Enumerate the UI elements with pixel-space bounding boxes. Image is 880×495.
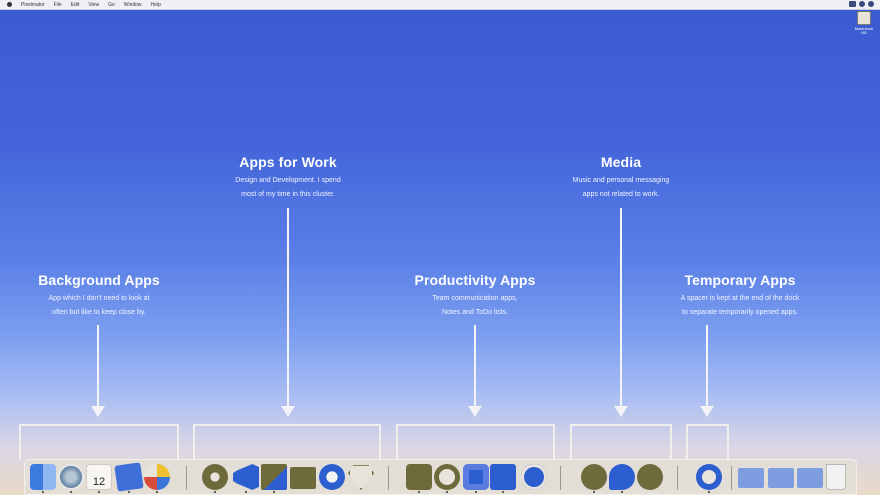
dock-separator [388, 466, 389, 490]
running-indicator [128, 491, 130, 493]
caption-line: Notes and ToDo lists. [441, 309, 508, 316]
dock-separator [731, 466, 732, 490]
running-indicator [621, 491, 623, 493]
notification-center-icon[interactable] [868, 1, 874, 7]
running-indicator [98, 491, 100, 493]
caption-title: Temporary Apps [684, 272, 796, 288]
photos-icon[interactable] [144, 464, 170, 490]
webstorm-icon[interactable] [261, 464, 287, 490]
arrow-head [614, 406, 628, 417]
desktop-drive-icon[interactable]: Macintosh HD [852, 11, 876, 35]
running-indicator [42, 491, 44, 493]
group-bracket-background [19, 424, 179, 460]
arrow-head [91, 406, 105, 417]
caption-line: Music and personal messaging [572, 177, 670, 184]
menu-bar: Pixelmator File Edit View Go Window Help [0, 0, 880, 10]
caption-media: Media Music and personal messaging apps … [541, 154, 701, 202]
caption-title: Background Apps [38, 272, 160, 288]
group-bracket-temporary [686, 424, 729, 460]
chrome-icon[interactable] [202, 464, 228, 490]
menu-edit[interactable]: Edit [70, 1, 80, 8]
downloads-folder-icon[interactable] [797, 468, 823, 488]
running-indicator [245, 491, 247, 493]
desktop-icon-label: Macintosh HD [854, 26, 874, 35]
menu-help[interactable]: Help [150, 1, 161, 8]
group-bracket-work [193, 424, 381, 460]
applications-folder-icon[interactable] [738, 468, 764, 488]
caption-line: App which I don't need to look at [48, 295, 150, 302]
siri-icon[interactable] [859, 1, 865, 7]
evernote-icon[interactable] [434, 464, 460, 490]
menu-extras [849, 1, 874, 7]
outlook-icon[interactable] [696, 464, 722, 490]
running-indicator [708, 491, 710, 493]
running-indicator [593, 491, 595, 493]
frame-icon[interactable] [319, 464, 345, 490]
teams-icon[interactable] [490, 464, 516, 490]
caption-productivity: Productivity Apps Team communication app… [395, 272, 555, 320]
caption-line: A spacer is kept at the end of the dock [680, 295, 800, 302]
preview-icon[interactable] [114, 462, 144, 492]
menu-window[interactable]: Window [123, 1, 142, 8]
dock-separator [677, 466, 678, 490]
caption-line: Design and Development. I spend [235, 177, 341, 184]
calendar-icon[interactable]: 12 [86, 464, 112, 490]
running-indicator [70, 491, 72, 493]
todoist-icon[interactable] [406, 464, 432, 490]
status-menu-icon[interactable] [849, 1, 856, 7]
running-indicator [418, 491, 420, 493]
menu-view[interactable]: View [88, 1, 100, 8]
caption-line: to separate temporarily opened apps. [682, 309, 798, 316]
arrow-head [468, 406, 482, 417]
arrow-line [474, 325, 476, 407]
skype-icon[interactable] [521, 464, 547, 490]
spotify-icon[interactable] [637, 464, 663, 490]
group-bracket-media [570, 424, 672, 460]
arrow-head [281, 406, 295, 417]
caption-line: most of my time in this cluster. [241, 191, 335, 198]
running-indicator [273, 491, 275, 493]
arrow-line [97, 325, 99, 407]
running-indicator [446, 491, 448, 493]
menu-go[interactable]: Go [108, 1, 115, 8]
safari-icon[interactable] [58, 464, 84, 490]
whatsapp-icon[interactable] [581, 464, 607, 490]
documents-folder-icon[interactable] [768, 468, 794, 488]
caption-work: Apps for Work Design and Development. I … [208, 154, 368, 202]
menu-app-name[interactable]: Pixelmator [21, 1, 45, 8]
dock-separator [186, 466, 187, 490]
arrow-line [287, 208, 289, 407]
finder-icon[interactable] [30, 464, 56, 490]
trash-icon[interactable] [826, 464, 846, 490]
arrow-head [700, 406, 714, 417]
group-bracket-productivity [396, 424, 555, 460]
calendar-day: 12 [92, 476, 106, 488]
running-indicator [156, 491, 158, 493]
running-indicator [214, 491, 216, 493]
messages-icon[interactable] [609, 464, 635, 490]
caption-title: Apps for Work [239, 154, 337, 170]
apple-menu-icon[interactable] [7, 2, 12, 7]
dock-separator [560, 466, 561, 490]
caption-title: Productivity Apps [414, 272, 536, 288]
arrow-line [620, 208, 622, 407]
caption-line: apps not related to work. [582, 191, 660, 198]
caption-line: Team communication apps, [432, 295, 518, 302]
arrow-line [706, 325, 708, 407]
tower-icon[interactable] [290, 467, 316, 489]
caption-line: often but like to keep close by. [52, 309, 146, 316]
caption-title: Media [600, 154, 642, 170]
running-indicator [475, 491, 477, 493]
hard-drive-icon [857, 11, 871, 25]
running-indicator [502, 491, 504, 493]
menu-file[interactable]: File [53, 1, 62, 8]
caption-temporary: Temporary Apps A spacer is kept at the e… [660, 272, 820, 320]
caption-background: Background Apps App which I don't need t… [19, 272, 179, 320]
slack-icon[interactable] [463, 464, 489, 490]
